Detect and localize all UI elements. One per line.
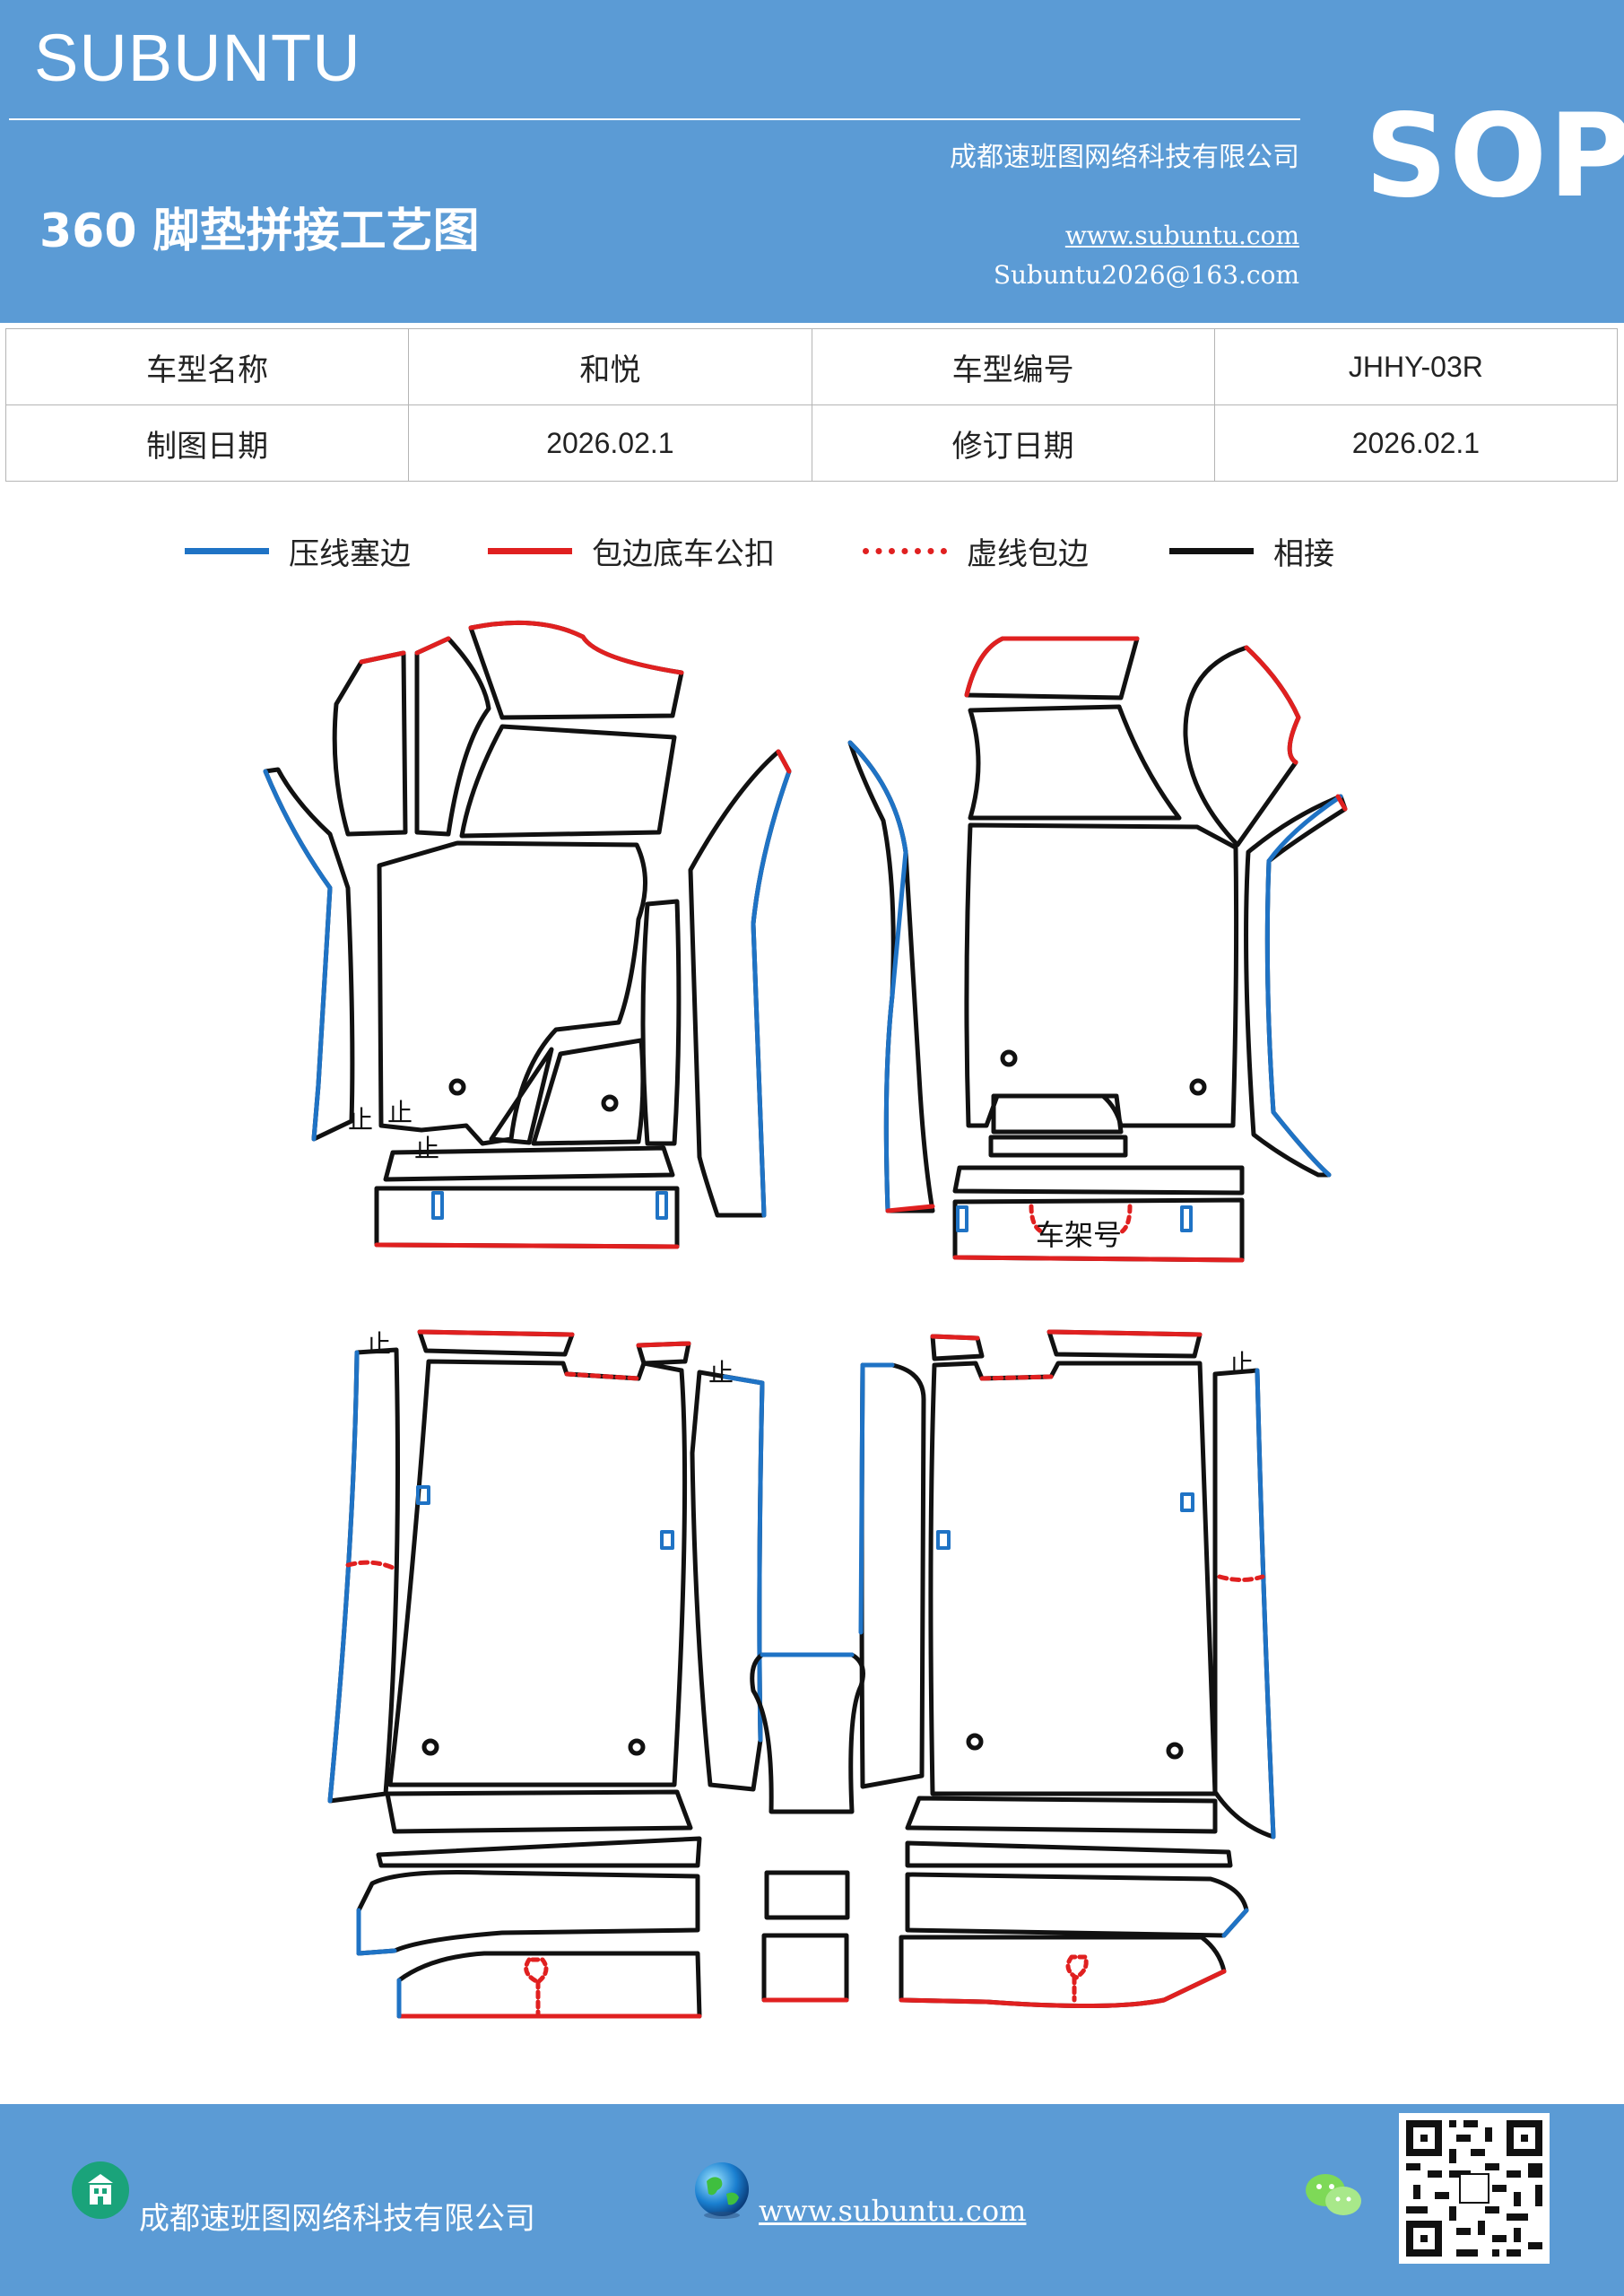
rear-right-mat-group: 止 — [858, 1329, 1276, 2009]
legend-item: 包边底车公扣 — [488, 529, 775, 573]
frame-number-label: 车架号 — [1036, 1218, 1122, 1252]
wechat-icon[interactable] — [1302, 2169, 1365, 2222]
document-title: 360 脚垫拼接工艺图 — [39, 204, 480, 258]
legend-swatch-black — [1169, 548, 1254, 554]
header-divider — [9, 118, 1300, 120]
building-icon — [72, 2161, 129, 2219]
value-revision-date: 2026.02.1 — [1213, 404, 1619, 482]
value-model-code: JHHY-03R — [1213, 328, 1619, 405]
footer-website-link[interactable]: www.subuntu.com — [759, 2194, 1027, 2228]
floor-mat-diagram: 止 止 止 — [263, 620, 1348, 2019]
label-revision-date: 修订日期 — [811, 404, 1215, 482]
stop-mark: 止 — [1229, 1349, 1254, 1378]
sop-badge: SOP — [1365, 90, 1624, 223]
value-draw-date: 2026.02.1 — [408, 404, 812, 482]
header-website-link[interactable]: www.subuntu.com — [1064, 221, 1299, 250]
legend-swatch-blue — [185, 548, 269, 554]
legend-label: 压线塞边 — [289, 536, 411, 572]
brand-name: SUBUNTU — [34, 21, 361, 95]
stop-mark: 止 — [414, 1134, 439, 1163]
legend-item: 相接 — [1169, 529, 1334, 573]
label-model-name: 车型名称 — [4, 328, 410, 405]
legend-label: 虚线包边 — [967, 536, 1089, 572]
header-banner: SUBUNTU 成都速班图网络科技有限公司 360 脚垫拼接工艺图 www.su… — [0, 0, 1624, 323]
legend-swatch-red — [488, 548, 572, 554]
footer-banner: 成都速班图网络科技有限公司 www.subuntu.com — [0, 2104, 1624, 2296]
center-tunnel-group — [750, 1652, 865, 2003]
rear-left-mat-group: 止 止 — [327, 1329, 765, 2019]
stop-mark: 止 — [348, 1105, 373, 1135]
value-model-name: 和悦 — [408, 328, 812, 405]
line-legend: 压线塞边 包边底车公扣 虚线包边 相接 — [0, 529, 1624, 574]
label-draw-date: 制图日期 — [4, 404, 410, 482]
footer-company: 成都速班图网络科技有限公司 — [139, 2201, 535, 2237]
globe-icon — [695, 2162, 749, 2219]
front-right-mat-group: 车架号 — [847, 636, 1348, 1263]
table-row: 车型名称 和悦 车型编号 JHHY-03R — [4, 328, 1619, 405]
legend-item: 虚线包边 — [863, 529, 1089, 573]
label-model-code: 车型编号 — [811, 328, 1215, 405]
table-row: 制图日期 2026.02.1 修订日期 2026.02.1 — [4, 404, 1619, 482]
stop-mark: 止 — [708, 1358, 734, 1387]
stop-mark: 止 — [366, 1329, 391, 1359]
legend-label: 包边底车公扣 — [592, 536, 775, 572]
vehicle-info-table: 车型名称 和悦 车型编号 JHHY-03R 制图日期 2026.02.1 修订日… — [4, 328, 1619, 482]
stop-mark: 止 — [387, 1098, 413, 1127]
legend-label: 相接 — [1273, 536, 1334, 572]
header-company: 成都速班图网络科技有限公司 — [950, 142, 1299, 173]
header-email: Subuntu2026@163.com — [993, 260, 1299, 290]
front-left-mat-group: 止 止 止 — [263, 620, 792, 1249]
qr-code-icon[interactable] — [1399, 2113, 1550, 2264]
legend-swatch-red-dotted — [863, 548, 947, 554]
legend-item: 压线塞边 — [185, 529, 411, 573]
